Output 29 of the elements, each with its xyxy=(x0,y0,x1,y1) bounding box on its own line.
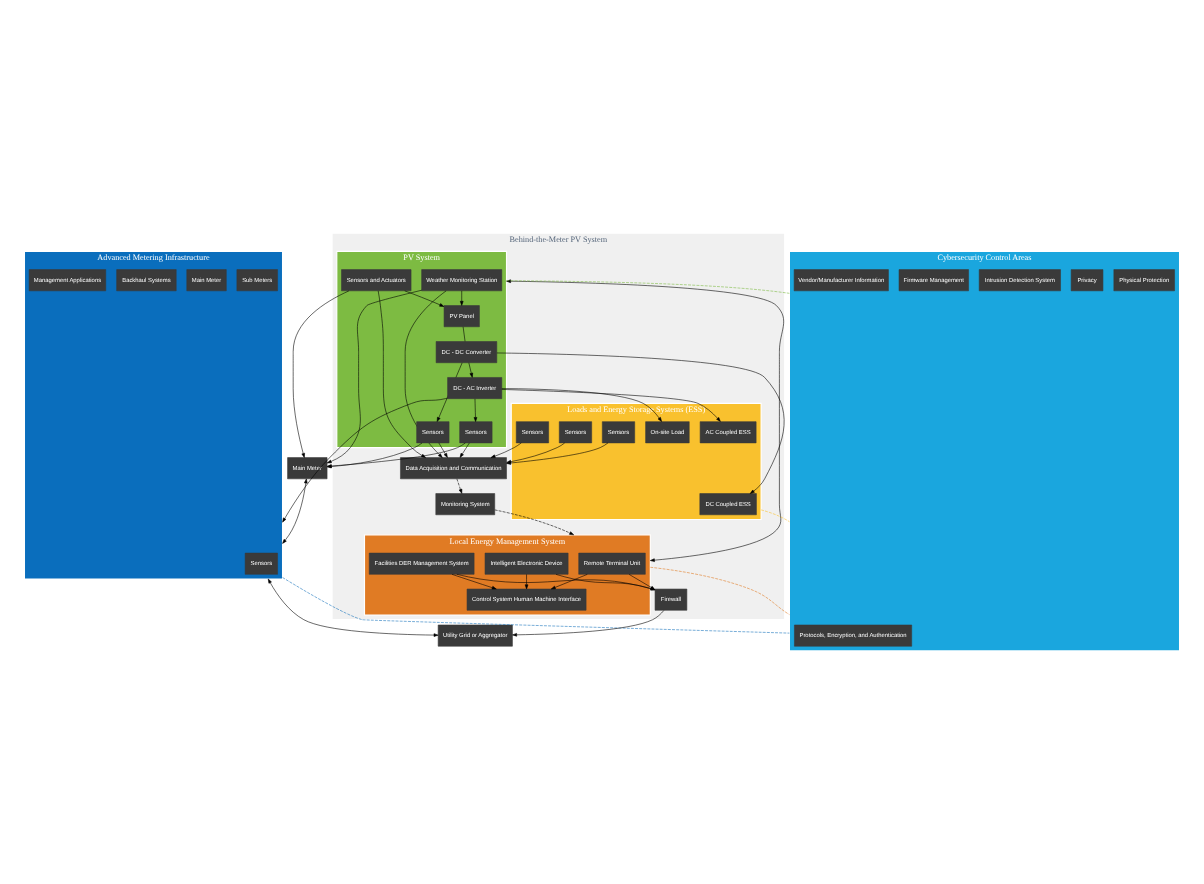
arrow xyxy=(456,478,463,494)
arrow xyxy=(501,389,721,422)
arrow xyxy=(404,290,447,458)
connector xyxy=(282,577,790,634)
arrow xyxy=(468,362,474,378)
arrow xyxy=(451,574,497,590)
arrow xyxy=(460,290,464,306)
arrow xyxy=(438,442,448,458)
arrow xyxy=(267,578,439,637)
connector xyxy=(462,326,466,342)
arrow xyxy=(496,352,785,494)
arrow xyxy=(524,574,529,590)
arrow xyxy=(550,574,588,590)
arrow xyxy=(292,290,350,458)
arrow xyxy=(501,388,662,422)
arrow xyxy=(404,290,445,307)
connector xyxy=(506,280,790,294)
arrow xyxy=(327,442,466,468)
arrow xyxy=(282,397,448,523)
arrow xyxy=(282,478,308,544)
arrow xyxy=(490,442,522,458)
arrow xyxy=(473,398,478,422)
arrow xyxy=(512,610,665,637)
arrow xyxy=(326,442,423,469)
arrow xyxy=(377,290,426,458)
arrow xyxy=(494,509,574,536)
arrow xyxy=(326,289,422,464)
connector xyxy=(760,509,790,522)
arrow xyxy=(459,442,470,458)
